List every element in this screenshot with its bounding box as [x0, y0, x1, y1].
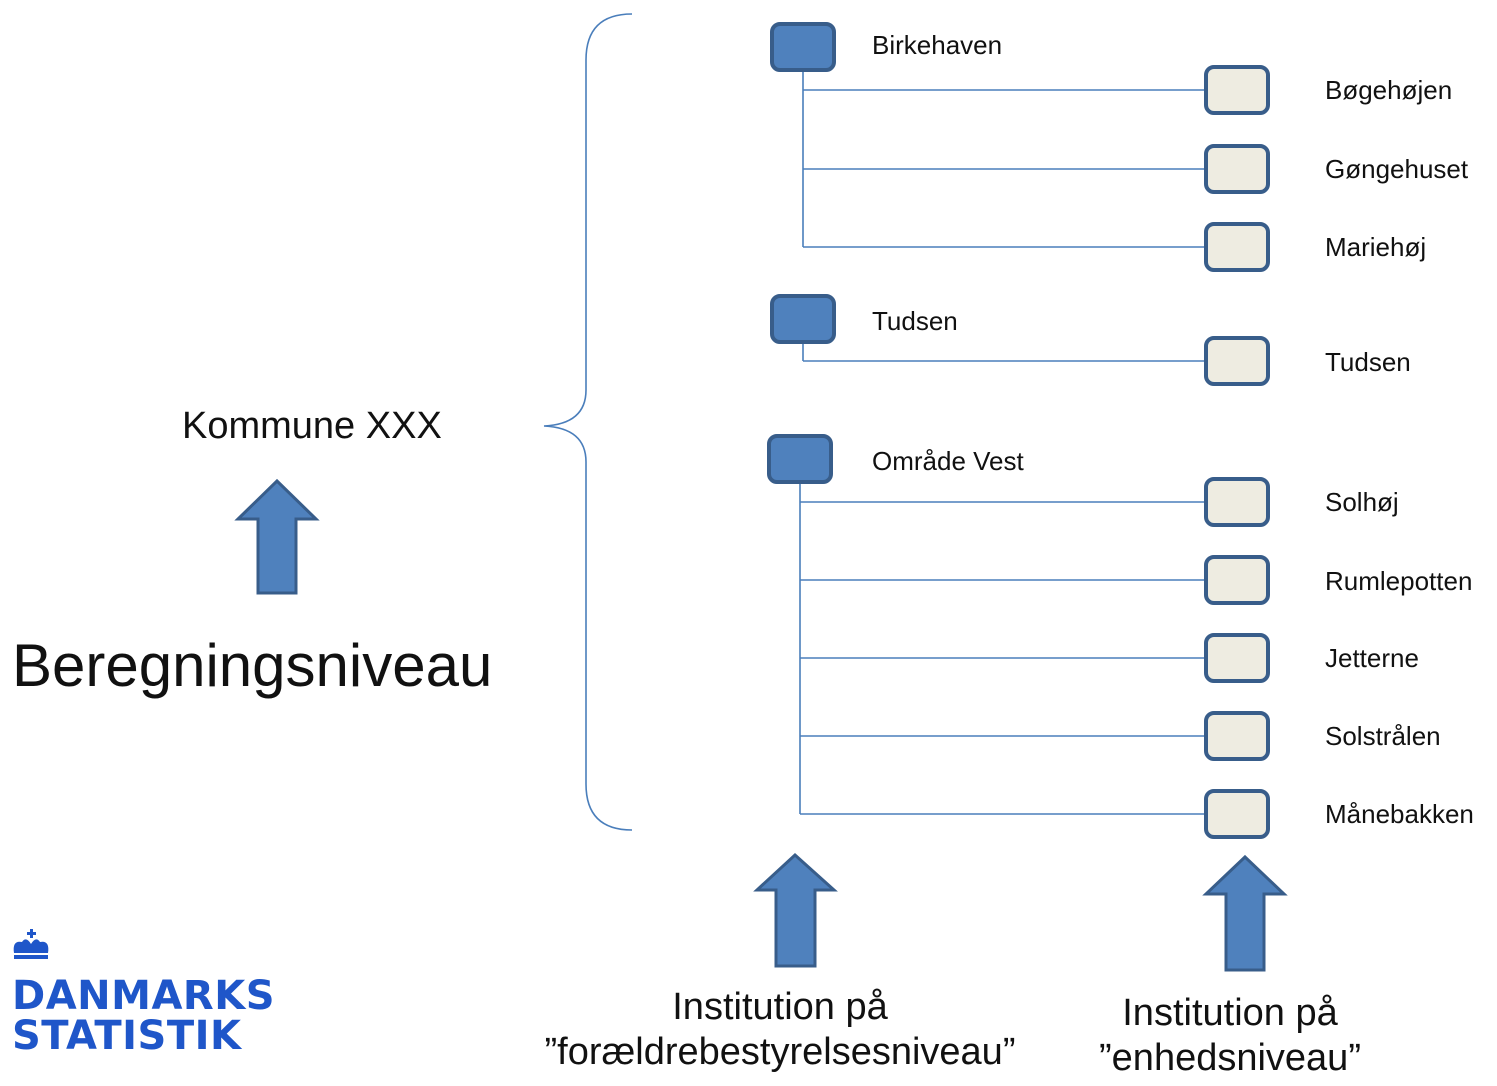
unit-box [1204, 336, 1270, 386]
arrow-up-icon [1202, 854, 1288, 972]
arrow-up-icon [234, 478, 320, 595]
unit-level-caption-line2: ”enhedsniveau” [1099, 1036, 1361, 1079]
parent-level-caption-line1: Institution på [672, 986, 888, 1028]
danmarks-statistik-logo: DANMARKS STATISTIK [12, 928, 275, 1056]
unit-box [1204, 711, 1270, 761]
crown-icon [13, 929, 49, 959]
unit-box [1204, 633, 1270, 683]
unit-label: Månebakken [1325, 799, 1474, 829]
unit-label: Jetterne [1325, 643, 1419, 673]
parent-box-tudsen [770, 294, 836, 344]
unit-label: Bøgehøjen [1325, 75, 1453, 105]
connectors-tudsen [802, 342, 1206, 362]
parent-boxes [767, 22, 836, 484]
parent-label-birkehaven: Birkehaven [872, 30, 1003, 60]
connectors-omraade-vest [799, 482, 1206, 815]
unit-box [1204, 555, 1270, 605]
unit-label: Solhøj [1325, 487, 1399, 517]
parent-box-birkehaven [770, 22, 836, 72]
unit-label: Gøngehuset [1325, 154, 1469, 184]
grouping-brace [543, 13, 633, 831]
parent-label-tudsen: Tudsen [872, 306, 958, 336]
unit-label: Mariehøj [1325, 232, 1427, 262]
connectors-birkehaven [802, 70, 1206, 248]
unit-box [1204, 222, 1270, 272]
unit-box [1204, 789, 1270, 839]
parent-level-caption-line2: ”forældrebestyrelsesniveau” [544, 1030, 1016, 1073]
unit-boxes [1204, 65, 1270, 839]
municipality-label: Kommune XXX [182, 405, 442, 447]
parent-label-omraade-vest: Område Vest [872, 446, 1024, 476]
parent-box-omraade-vest [767, 434, 833, 484]
unit-box [1204, 477, 1270, 527]
unit-box [1204, 144, 1270, 194]
unit-level-caption-line1: Institution på [1122, 992, 1338, 1034]
logo-line2: STATISTIK [12, 1013, 242, 1059]
parent-level-caption: Institution på ”forældrebestyrelsesnivea… [470, 985, 1090, 1075]
unit-label: Tudsen [1325, 347, 1411, 377]
arrow-up-icon [753, 852, 838, 968]
calculation-level-caption: Beregningsniveau [12, 632, 493, 699]
unit-label: Solstrålen [1325, 721, 1441, 751]
unit-level-caption: Institution på ”enhedsniveau” [1075, 991, 1385, 1081]
unit-box [1204, 65, 1270, 115]
unit-label: Rumlepotten [1325, 566, 1473, 596]
logo-line1: DANMARKS [12, 973, 276, 1019]
